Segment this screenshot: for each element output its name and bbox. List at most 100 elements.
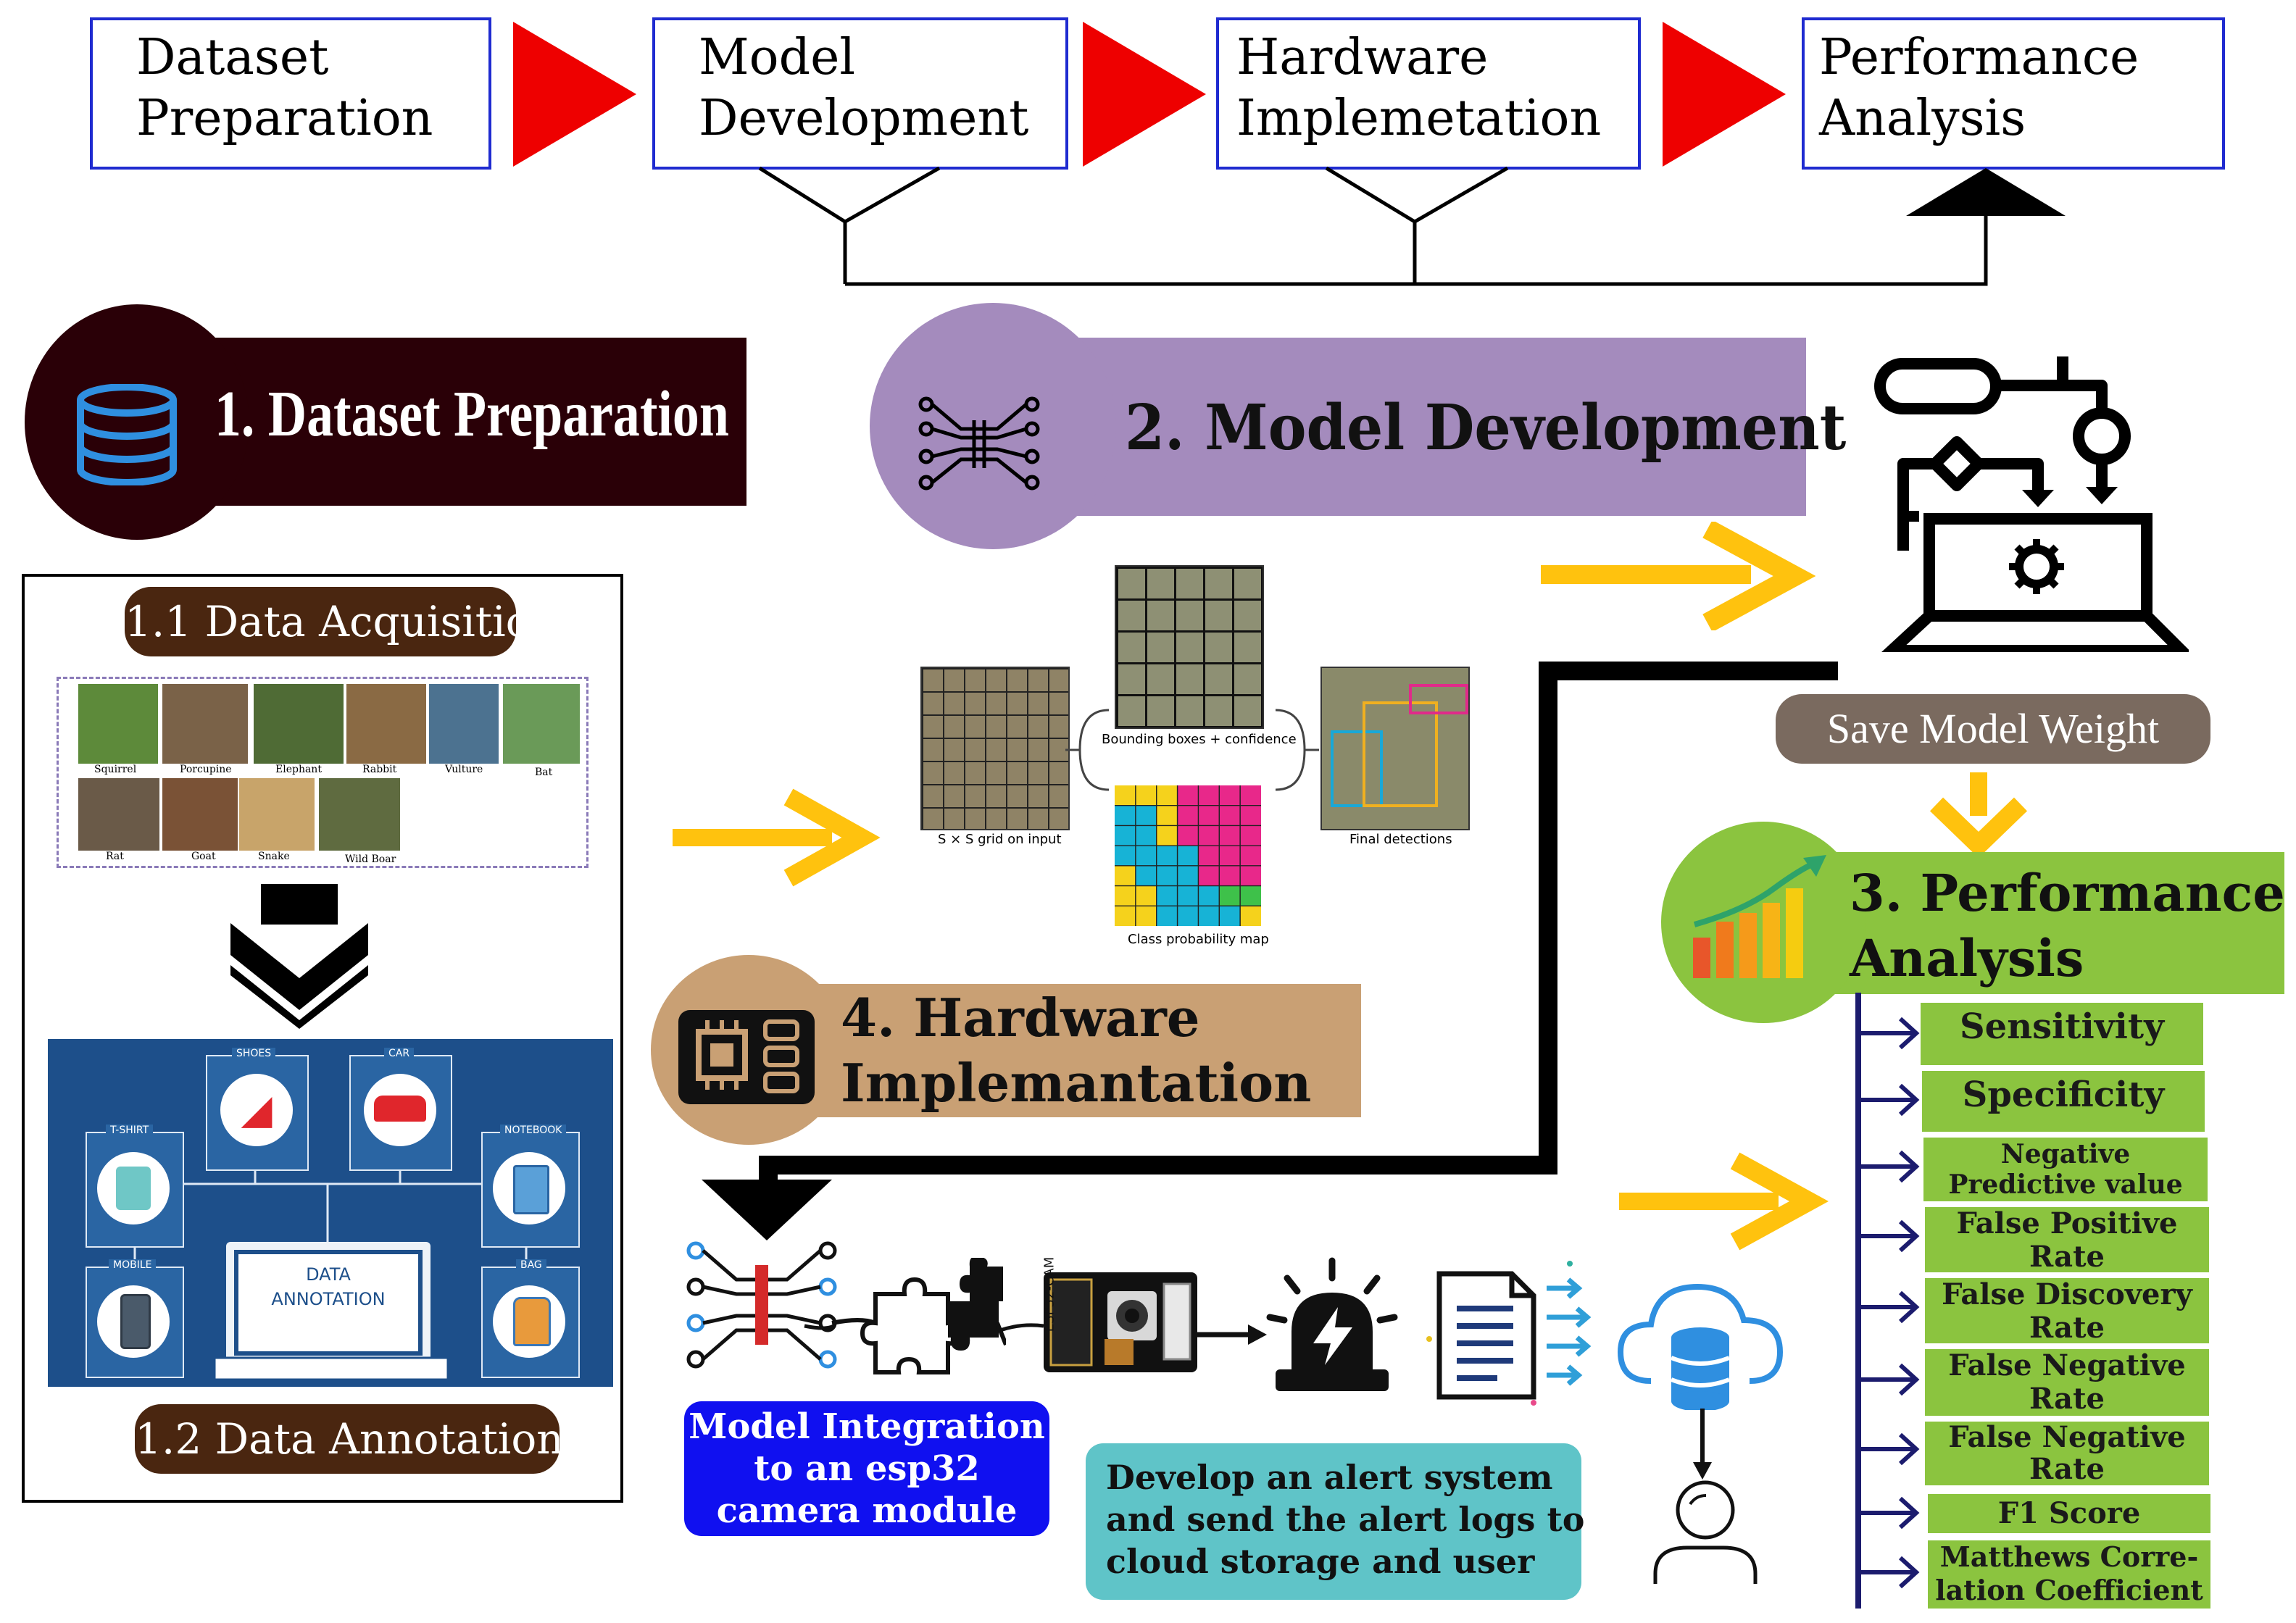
model-integration-box: Model Integration to an esp32 camera mod… bbox=[684, 1401, 1049, 1536]
flow-box-performance: Performance Analysis bbox=[1802, 17, 2225, 170]
metric-line: lation Coefficient bbox=[1935, 1574, 2203, 1606]
database-icon bbox=[77, 384, 177, 485]
performance-title-line: Analysis bbox=[1850, 928, 2084, 988]
yolo-grid-caption: S × S grid on input bbox=[938, 832, 1062, 847]
integration-line: Model Integration bbox=[689, 1406, 1045, 1447]
annotation-tag: CAR bbox=[384, 1048, 415, 1059]
animal-label: Squirrel bbox=[94, 764, 137, 775]
metric-line: Rate bbox=[2029, 1452, 2105, 1486]
animal-photo bbox=[162, 778, 238, 851]
metric-line: False Negative bbox=[1948, 1420, 2186, 1454]
metric-line: False Discovery bbox=[1942, 1277, 2192, 1311]
hardware-title-line: Implemantation bbox=[841, 1052, 1312, 1114]
metric-fnr: False Negative Rate bbox=[1925, 1349, 2209, 1416]
flow-box-text: Implemetation bbox=[1236, 90, 1602, 147]
metric-specificity: Specificity bbox=[1922, 1071, 2205, 1132]
neural-chip-icon bbox=[686, 1241, 837, 1369]
alert-line: cloud storage and user bbox=[1106, 1542, 1535, 1581]
animal-label: Rat bbox=[106, 851, 124, 862]
alert-logs-icon bbox=[1426, 1261, 1592, 1406]
alarm-siren-icon bbox=[1266, 1257, 1398, 1391]
metric-arrows bbox=[1858, 1017, 1920, 1589]
flow-arrow-icon bbox=[513, 22, 636, 167]
save-model-weight-pill: Save Model Weight bbox=[1776, 694, 2210, 764]
metric-line: Predictive value bbox=[1948, 1169, 2183, 1200]
dataset-banner-title: 1. Dataset Preparation bbox=[215, 378, 729, 450]
yellow-arrow-down-icon bbox=[1929, 772, 2028, 859]
animal-label: Snake bbox=[258, 851, 290, 862]
flow-box-text: Preparation bbox=[136, 90, 433, 147]
animal-photo bbox=[346, 684, 426, 764]
metric-line: Rate bbox=[2029, 1382, 2105, 1416]
down-arrow-icon bbox=[1693, 1409, 1712, 1480]
metric-line: Specificity bbox=[1962, 1075, 2165, 1115]
user-icon bbox=[1653, 1480, 1758, 1584]
yolo-box-bike bbox=[1363, 701, 1438, 807]
alert-system-box: Develop an alert system and send the ale… bbox=[1086, 1443, 1585, 1600]
yolo-final-caption: Final detections bbox=[1349, 832, 1452, 847]
feedback-connector bbox=[758, 166, 2066, 286]
metric-line: Rate bbox=[2029, 1311, 2105, 1345]
model-banner-circle bbox=[870, 303, 1116, 549]
annotation-center-line: DATA bbox=[306, 1264, 351, 1285]
flow-box-model: Model Development bbox=[652, 17, 1068, 170]
flow-box-hardware: Hardware Implemetation bbox=[1216, 17, 1641, 170]
yolo-class-caption: Class probability map bbox=[1128, 932, 1269, 947]
metric-fdr: False Discovery Rate bbox=[1925, 1277, 2209, 1345]
annotation-connector-lines bbox=[133, 1162, 528, 1381]
performance-banner-title: 3. Performance Analysis bbox=[1850, 861, 2285, 991]
neural-network-icon bbox=[918, 396, 1040, 491]
data-annotation-pill: 1.2 Data Annotation bbox=[135, 1404, 564, 1474]
flow-box-text: Performance bbox=[1819, 29, 2139, 86]
yolo-box-dog bbox=[1331, 730, 1383, 807]
notebook-shape bbox=[513, 1165, 549, 1214]
metric-fnr-2: False Negative Rate bbox=[1925, 1422, 2209, 1485]
yolo-boxes-image bbox=[1115, 565, 1264, 729]
metric-line: F1 Score bbox=[1997, 1496, 2141, 1530]
flow-box-text: Development bbox=[699, 90, 1029, 147]
cloud-database-icon bbox=[1617, 1283, 1784, 1410]
animal-photo bbox=[254, 684, 344, 764]
yolo-final-image bbox=[1320, 667, 1470, 830]
animal-label: Porcupine bbox=[180, 764, 232, 775]
animal-label: Rabbit bbox=[362, 764, 397, 775]
workflow-laptop-icon bbox=[1874, 356, 2189, 652]
metric-f1: F1 Score bbox=[1928, 1494, 2210, 1533]
metric-line: Negative bbox=[2000, 1139, 2131, 1169]
flow-box-text: Dataset bbox=[136, 29, 329, 86]
yolo-class-map bbox=[1115, 785, 1261, 926]
dataset-panel bbox=[22, 574, 623, 1503]
yellow-arrow-icon bbox=[1541, 522, 1816, 630]
metric-line: False Positive bbox=[1956, 1206, 2178, 1240]
annotation-tag: T-SHIRT bbox=[106, 1125, 154, 1136]
chevron-down-icon bbox=[230, 884, 368, 1029]
flow-box-text: Model bbox=[699, 29, 856, 86]
metric-line: Matthews Corre- bbox=[1939, 1540, 2199, 1573]
annotation-tag: BAG bbox=[516, 1259, 546, 1271]
metric-line: False Negative bbox=[1948, 1348, 2186, 1382]
animal-photo bbox=[429, 684, 499, 764]
yellow-arrow-icon bbox=[673, 788, 881, 887]
animal-photo bbox=[78, 778, 159, 851]
animal-photo bbox=[239, 778, 315, 851]
hardware-title-line: 4. Hardware bbox=[841, 987, 1200, 1048]
metric-mcc: Matthews Corre- lation Coefficient bbox=[1928, 1540, 2210, 1609]
circuit-board-icon bbox=[678, 1010, 815, 1104]
performance-title-line: 3. Performance bbox=[1850, 863, 2285, 923]
animal-grid bbox=[57, 677, 588, 868]
tshirt-shape bbox=[116, 1167, 151, 1210]
metrics-spine bbox=[1855, 993, 1861, 1609]
metric-line: Rate bbox=[2029, 1240, 2105, 1274]
alert-line: and send the alert logs to bbox=[1106, 1500, 1585, 1539]
dataset-banner-circle bbox=[25, 304, 249, 540]
animal-photo bbox=[319, 778, 400, 851]
yolo-input-image bbox=[920, 667, 1070, 830]
animal-photo bbox=[503, 684, 580, 764]
yolo-brace-connectors bbox=[1065, 709, 1319, 791]
shoe-icon: ◢ bbox=[220, 1074, 293, 1146]
yolo-box-car bbox=[1409, 684, 1468, 714]
yolo-boxes-caption: Bounding boxes + confidence bbox=[1102, 732, 1297, 747]
animal-label: Wild Boar bbox=[345, 854, 396, 865]
puzzle-icon bbox=[831, 1258, 1006, 1374]
